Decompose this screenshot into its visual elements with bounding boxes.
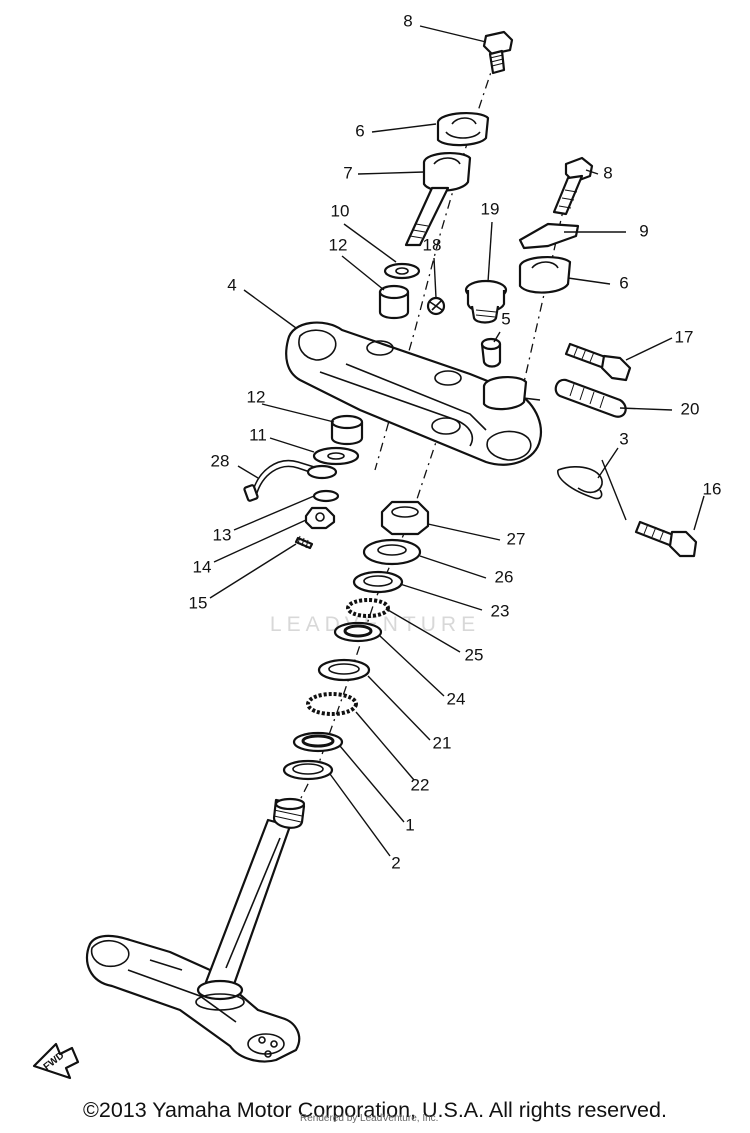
callout-14: 14 [193, 557, 212, 576]
callout-10: 10 [331, 201, 350, 220]
callout-8-right: 8 [603, 163, 612, 182]
callout-26: 26 [495, 567, 514, 586]
callout-9: 9 [639, 221, 648, 240]
cable-part-28 [243, 459, 338, 502]
clip-part-3 [557, 466, 603, 500]
callout-23: 23 [491, 601, 510, 620]
callout-22: 22 [411, 775, 430, 794]
callout-24: 24 [447, 689, 466, 708]
handlebar-holder-part-7 [404, 152, 472, 247]
bearing-race-part-1-inner [301, 734, 335, 748]
bolt-part-8-right [552, 156, 594, 216]
bolt-part-17 [564, 342, 632, 382]
callout-2: 2 [391, 853, 400, 872]
callout-labels: 8 6 7 8 9 10 12 18 19 6 4 5 17 20 12 3 1… [189, 11, 722, 872]
callout-16: 16 [703, 479, 722, 498]
rendered-by-credit: Rendered by LeadVenture, Inc. [300, 1113, 439, 1124]
damper-part-12-upper [378, 284, 410, 320]
washer-part-11-hole [327, 452, 345, 460]
copyright-notice: ©2013 Yamaha Motor Corporation, U.S.A. A… [83, 1098, 667, 1122]
callout-4: 4 [227, 275, 236, 294]
washer-part-10 [383, 262, 421, 280]
callout-1: 1 [405, 815, 414, 834]
callout-12-lower: 12 [247, 387, 266, 406]
callout-15: 15 [189, 593, 208, 612]
grip-cylinder-part-20 [554, 378, 627, 418]
callout-8-top: 8 [403, 11, 412, 30]
callout-25: 25 [465, 645, 484, 664]
seal-part-2-inner [292, 763, 324, 775]
collar-part-5 [480, 337, 502, 368]
clip-part-18 [426, 296, 446, 316]
callout-13: 13 [213, 525, 232, 544]
bearing-race-part-21 [317, 658, 371, 682]
callout-20: 20 [681, 399, 700, 418]
ring-nut-part-27 [380, 500, 430, 536]
callout-3: 3 [619, 429, 628, 448]
washer-part-26 [362, 538, 422, 566]
callout-21: 21 [433, 733, 452, 752]
bolt-part-8-top [482, 30, 514, 75]
bracket-clamp-right [482, 376, 528, 411]
steering-stem-lower-bracket [85, 797, 306, 1063]
bearing-race-part-21-inner [328, 663, 360, 675]
axis-line-upper [374, 59, 496, 471]
fwd-arrow [32, 1042, 80, 1080]
bolt-part-16 [634, 520, 698, 558]
upper-bracket-part-4 [285, 321, 543, 466]
washer-part-11 [312, 446, 360, 466]
callout-6-top: 6 [355, 121, 364, 140]
callout-17: 17 [675, 327, 694, 346]
callout-12-upper: 12 [329, 235, 348, 254]
washer-part-13 [312, 489, 340, 503]
washer-part-10-hole [395, 267, 409, 275]
handlebar-cap-part-6-top [436, 112, 490, 147]
screw-part-15 [294, 535, 314, 550]
callout-28: 28 [211, 451, 230, 470]
bearing-race-part-23-inner [363, 575, 393, 587]
callout-6-right: 6 [619, 273, 628, 292]
bearing-race-part-24-inner [343, 624, 373, 638]
ball-bearing-part-25 [346, 598, 390, 618]
callout-27: 27 [507, 529, 526, 548]
ball-bearing-part-22 [306, 692, 358, 716]
leader-lines [209, 25, 705, 857]
callout-19: 19 [481, 199, 500, 218]
damper-part-12-lower [330, 414, 364, 446]
steering-nut-part-19 [464, 279, 508, 324]
nut-part-14 [304, 506, 336, 530]
callout-5: 5 [501, 309, 510, 328]
plate-part-9 [518, 222, 580, 250]
callout-11: 11 [249, 425, 267, 444]
callout-7: 7 [343, 163, 352, 182]
washer-part-26-hole [377, 544, 407, 556]
handlebar-cap-part-6-right [518, 256, 572, 294]
callout-18: 18 [423, 235, 442, 254]
bearing-race-part-23 [352, 570, 404, 594]
